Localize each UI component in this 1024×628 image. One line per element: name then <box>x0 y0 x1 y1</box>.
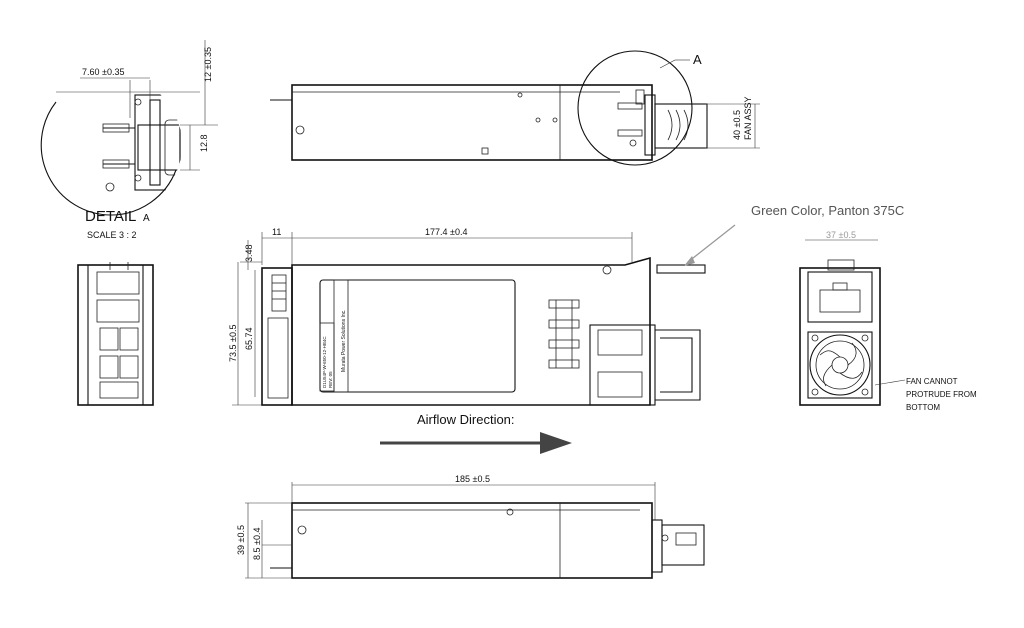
bottom-view: 185 ±0.5 39 ±0.5 8.5 ±0.4 <box>236 474 705 579</box>
front-note-line3: BOTTOM <box>906 403 940 412</box>
detail-dim-top: 12 ±0.35 <box>203 47 213 82</box>
top-view: A 40 ±0.5 FAN ASSY <box>270 50 760 166</box>
detail-a-view: 7.60 ±0.35 12 ±0.35 12.8 DETAIL A SCALE … <box>40 40 218 240</box>
side-view: 11 177.4 ±0.4 3.48 73.5 ±0.5 65.74 Murat… <box>228 227 706 406</box>
airflow-indicator: Airflow Direction: <box>380 412 572 454</box>
top-dim-fan: 40 ±0.5 <box>732 110 742 140</box>
side-label-line3: REV: 05 <box>328 371 333 388</box>
detail-title: DETAIL <box>85 208 136 225</box>
left-end-view <box>77 262 154 406</box>
front-dim-top: 37 ±0.5 <box>826 230 856 240</box>
bottom-dim-inner: 8.5 ±0.4 <box>252 528 262 560</box>
front-note-line2: PROTRUDE FROM <box>906 390 977 399</box>
detail-dim-height: 12.8 <box>199 134 209 152</box>
side-dim-top: 3.48 <box>244 244 254 262</box>
detail-title-suffix: A <box>143 213 150 224</box>
front-note-line1: FAN CANNOT <box>906 377 958 386</box>
bottom-dim-length: 185 ±0.5 <box>455 474 490 484</box>
top-dim-fan-label: FAN ASSY <box>743 96 753 140</box>
side-dim-length: 177.4 ±0.4 <box>425 227 467 237</box>
svg-text:DETAIL A: DETAIL A <box>85 208 150 225</box>
side-label-line2: D1U54P-W-650-12-HB4C <box>322 336 327 388</box>
side-dim-offset: 11 <box>272 227 281 237</box>
color-note-text: Green Color, Panton 375C <box>751 203 904 218</box>
detail-dim-width: 7.60 ±0.35 <box>82 67 124 77</box>
airflow-label: Airflow Direction: <box>417 412 515 427</box>
color-note: Green Color, Panton 375C <box>684 203 904 266</box>
detail-scale: SCALE 3 : 2 <box>87 230 137 240</box>
front-view: 37 ±0.5 FAN CANNOT PROTRUDE FROM BOTTOM <box>799 230 977 412</box>
bottom-dim-height: 39 ±0.5 <box>236 525 246 555</box>
detail-callout-label: A <box>693 52 702 67</box>
side-label-line1: Murata Power Solutions Inc. <box>341 309 347 372</box>
side-dim-height: 73.5 ±0.5 <box>228 325 238 362</box>
side-dim-inner: 65.74 <box>244 327 254 350</box>
